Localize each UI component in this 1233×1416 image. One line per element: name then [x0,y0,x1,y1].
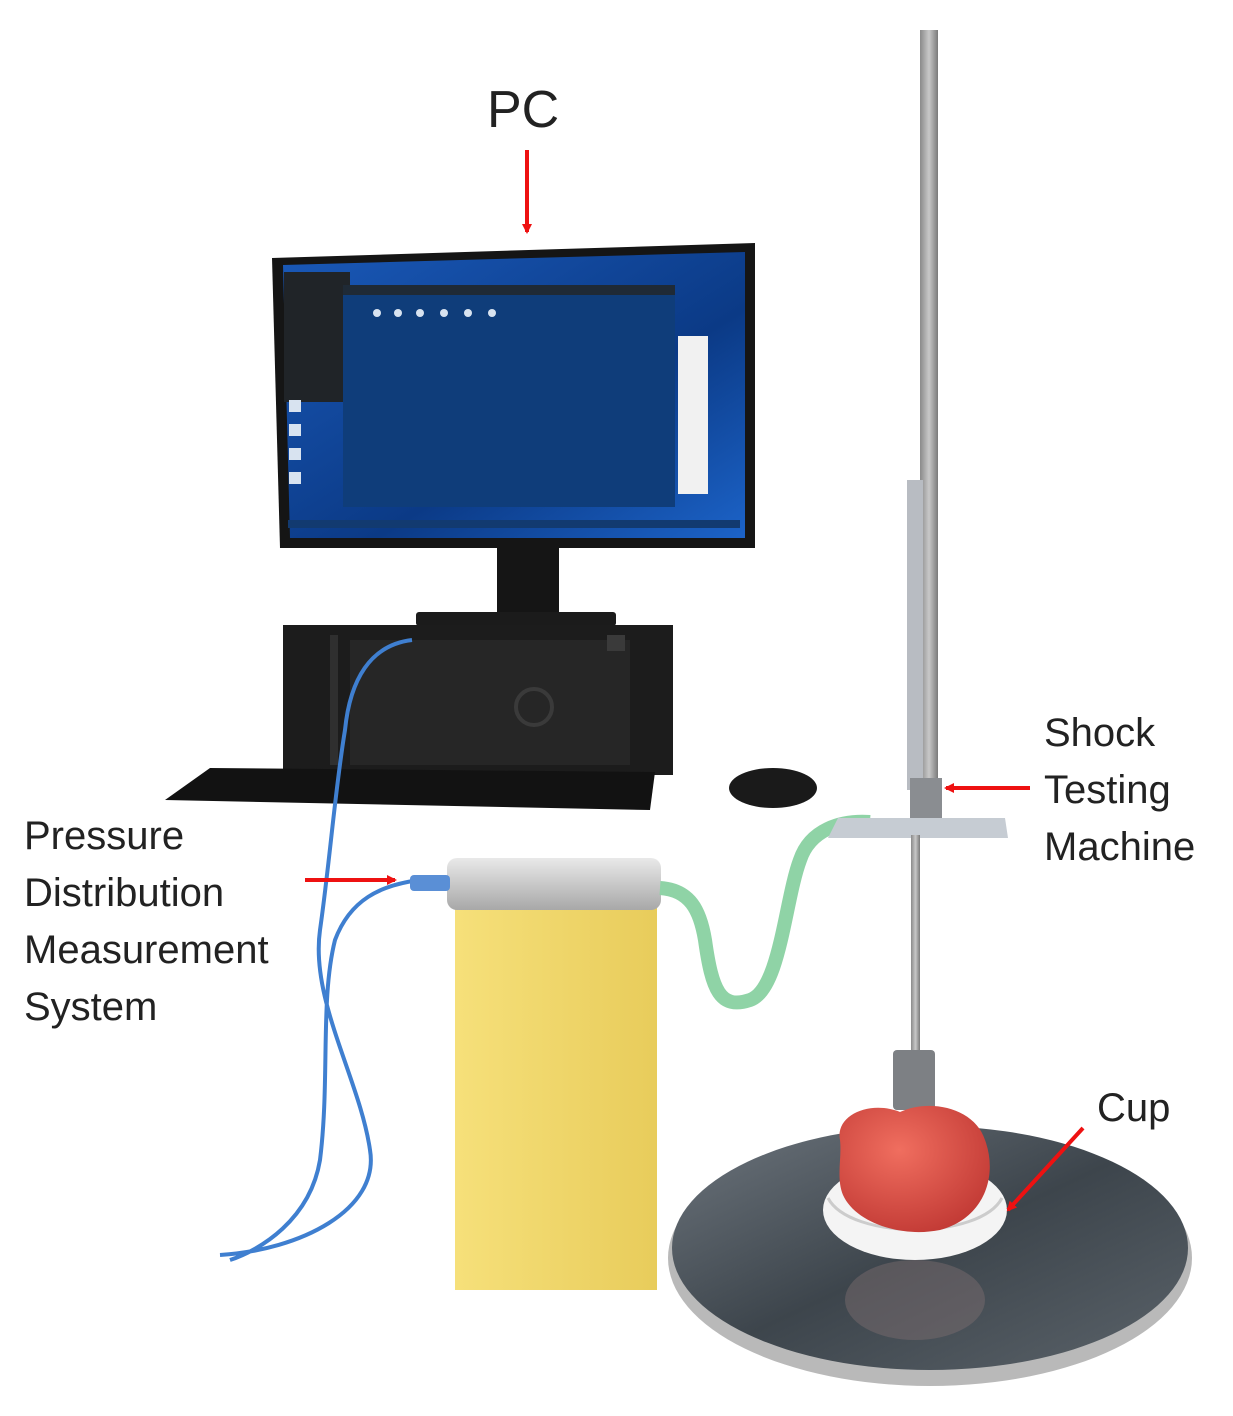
drop-rod [911,835,920,1055]
guide-rod [920,30,938,820]
sensor-strip [659,814,871,1010]
testing-label-line: Testing [1044,768,1171,812]
foam-block [455,902,657,1290]
pc-monitor [272,243,755,626]
impactor-head [893,1050,935,1110]
measurement-box [447,858,661,910]
pressure-measurement-stand [410,858,661,1290]
usb-cable [219,638,421,1262]
machine-label-line: Machine [1044,825,1196,869]
keyboard [165,768,655,810]
apple [839,1105,990,1233]
measurement-label-line: Measurement [24,928,269,972]
software-window [343,285,675,507]
cup-label: Cup [1097,1086,1171,1130]
cup-with-fruit [823,1105,1007,1340]
pc-tower [283,625,673,775]
system-label-line: System [24,985,158,1029]
shock-testing-machine [828,30,1008,1110]
pressure-distribution-measurement-system-label: Pressure Distribution Measurement System [24,808,269,1036]
pressure-label-line: Pressure [24,814,185,858]
shock-label-line: Shock [1044,711,1156,755]
impact-plate [828,818,1008,838]
pc-label: PC [487,81,560,139]
computer-mouse [729,768,817,808]
annotation-arrows [305,150,1085,1212]
shock-testing-machine-label: Shock Testing Machine [1044,705,1195,876]
distribution-label-line: Distribution [24,871,225,915]
cup-arrow [1006,1126,1085,1212]
